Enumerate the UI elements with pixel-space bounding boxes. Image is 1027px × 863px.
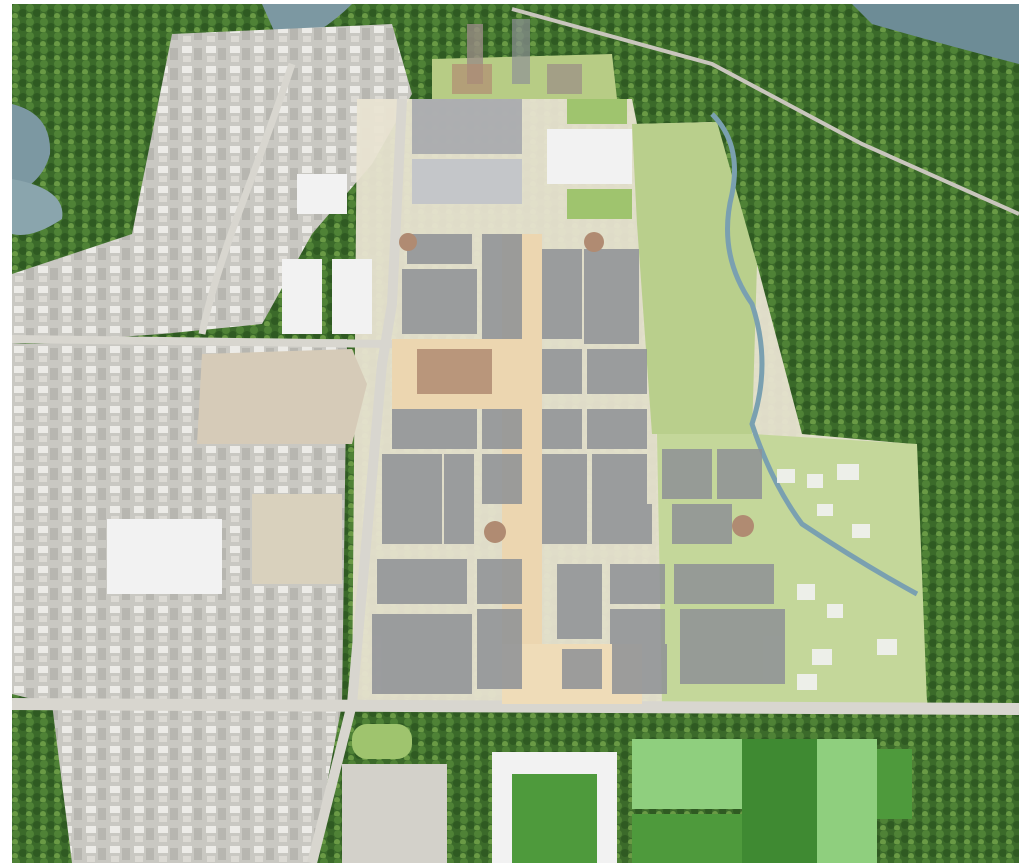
aerial-masterplan-map bbox=[12, 4, 1019, 863]
parking-lot bbox=[342, 764, 447, 863]
meadow-park bbox=[632, 122, 757, 434]
training-pitches bbox=[632, 739, 912, 863]
railway bbox=[511, 7, 1019, 216]
lake-lower bbox=[12, 179, 63, 235]
road-south bbox=[12, 698, 1019, 715]
roundabout-island bbox=[352, 724, 412, 759]
park-pavilions bbox=[777, 464, 897, 690]
landmark-building bbox=[417, 349, 492, 394]
road-north-curve bbox=[198, 62, 296, 335]
urban-district-north bbox=[12, 24, 412, 344]
warehouse-hall bbox=[107, 519, 222, 594]
gravel-lot bbox=[197, 349, 367, 444]
road-cross-west bbox=[12, 335, 393, 348]
stream bbox=[710, 112, 919, 597]
river-top bbox=[852, 4, 1019, 64]
road-west-boulevard bbox=[307, 98, 407, 863]
urban-district-west bbox=[12, 339, 347, 863]
stadium-pitch bbox=[512, 774, 597, 863]
lake bbox=[12, 104, 51, 194]
construction-lot bbox=[252, 494, 342, 584]
round-pavilions bbox=[399, 232, 754, 543]
northern-blocks bbox=[412, 19, 632, 219]
planned-blocks bbox=[372, 234, 785, 694]
residential-blocks bbox=[282, 174, 372, 334]
